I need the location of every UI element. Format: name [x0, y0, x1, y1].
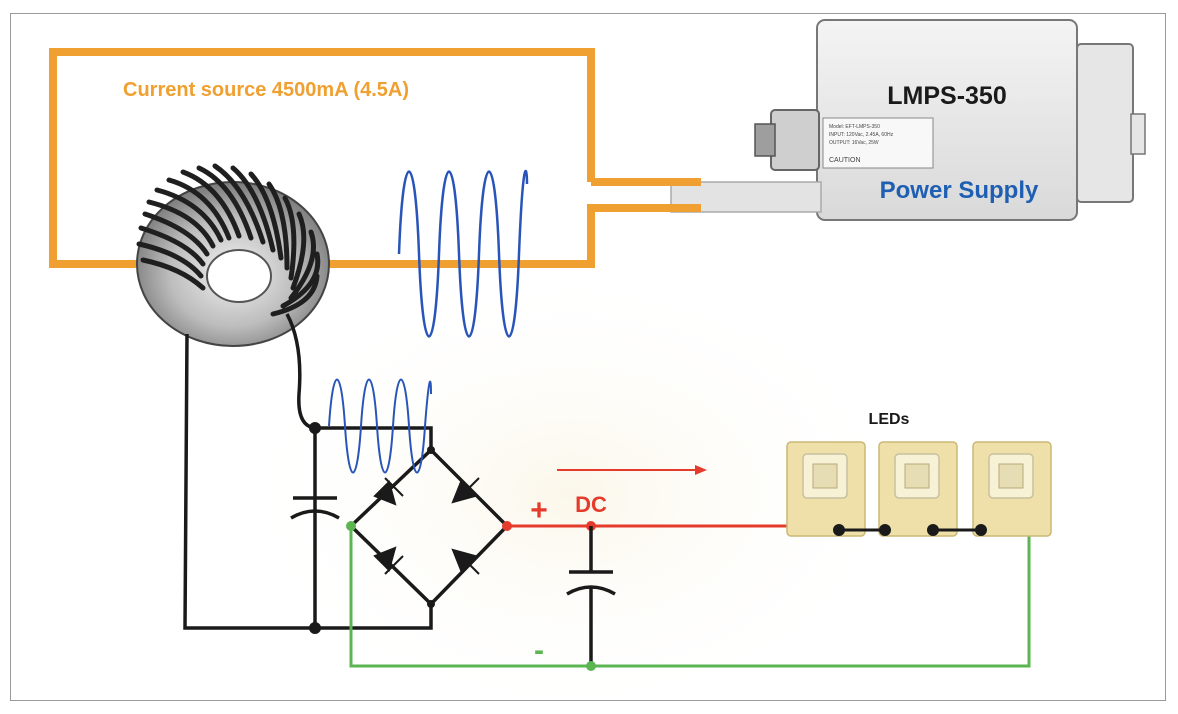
minus-label: -: [534, 634, 544, 667]
leds-label: LEDs: [869, 411, 910, 428]
power-supply-model: LMPS-350: [887, 82, 1006, 110]
current-source-title: Current source 4500mA (4.5A): [123, 79, 409, 101]
plus-label: +: [530, 494, 548, 527]
led-icon: [878, 441, 958, 537]
ac-wave-large: [397, 169, 529, 338]
power-supply-subtitle: Power Supply: [880, 177, 1039, 204]
dc-capacitor-icon: [566, 526, 616, 666]
led-series-links: [833, 524, 987, 536]
current-source-loop: [49, 48, 701, 268]
background-glow: [231, 264, 911, 700]
diode-icon: [373, 477, 480, 575]
dc-label: DC: [575, 492, 607, 517]
circuit-diagram: LMPS-350 Model: EFT-LMPS-350 INPUT: 120V…: [49, 19, 1146, 700]
toroid-icon: [136, 163, 330, 347]
led-icon: [972, 441, 1052, 537]
arrow-icon: [557, 465, 707, 475]
device-label-line-4: CAUTION: [829, 157, 861, 164]
device-label-line-3: OUTPUT: 16Vac, 25W: [829, 140, 879, 146]
power-supply-icon: [670, 19, 1146, 221]
device-label-line-1: Model: EFT-LMPS-350: [829, 124, 880, 130]
led-icon: [786, 441, 866, 537]
device-label-line-2: INPUT: 120Vac, 2.45A, 60Hz: [829, 132, 894, 138]
ac-wave-small: [328, 378, 432, 474]
diagram-frame: LMPS-350 Model: EFT-LMPS-350 INPUT: 120V…: [10, 13, 1166, 701]
capacitor-icon: [290, 496, 340, 520]
negative-rail: [349, 526, 1031, 668]
wire-junctions: [309, 422, 435, 634]
